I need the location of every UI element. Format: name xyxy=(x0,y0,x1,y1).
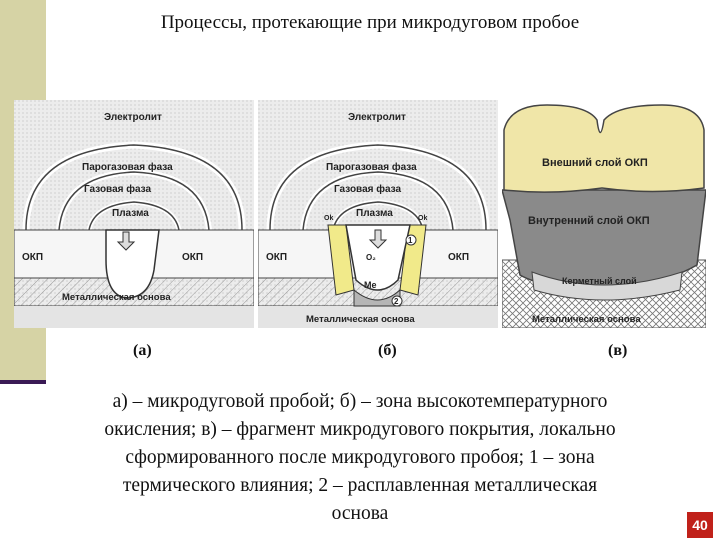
cermet-layer-label: Керметный слой xyxy=(562,276,637,286)
page-number-badge: 40 xyxy=(687,512,713,538)
ok-left-label: Ok xyxy=(324,215,333,222)
vapor-gas-label: Парогазовая фаза xyxy=(82,161,173,173)
caption-a: (а) xyxy=(133,342,152,359)
ok-right-label: Ok xyxy=(418,215,427,222)
inner-layer-label: Внутренний слой ОКП xyxy=(528,215,650,227)
zone-2-label: 2 xyxy=(394,297,399,306)
description-line: термического влияния; 2 – расплавленная … xyxy=(122,475,598,496)
plasma-label: Плазма xyxy=(112,208,149,219)
gas-phase-label: Газовая фаза xyxy=(84,183,152,195)
okp-right-label: ОКП xyxy=(182,252,203,263)
gas-phase-label: Газовая фаза xyxy=(334,183,402,195)
electrolyte-label: Электролит xyxy=(104,112,162,123)
diagram-panel-a: Электролит Парогазовая фаза Газовая фаза… xyxy=(14,100,254,328)
description-line: основа xyxy=(331,503,389,524)
okp-left-label: ОКП xyxy=(22,252,43,263)
zone-1-marker xyxy=(405,234,417,246)
description-line: окисления; в) – фрагмент микродугового п… xyxy=(104,419,616,440)
me-label: Me xyxy=(364,280,377,290)
okp-right-label: ОКП xyxy=(448,252,469,263)
plasma-label: Плазма xyxy=(356,208,393,219)
base-label: Металлическая основа xyxy=(532,314,641,325)
diagram-panel-b: Электролит Парогазовая фаза Газовая фаза… xyxy=(258,100,498,328)
zone-1-label: 1 xyxy=(408,236,413,245)
vapor-gas-label: Парогазовая фаза xyxy=(326,161,417,173)
zone-2-marker xyxy=(391,295,403,307)
description-line: а) – микродуговой пробой; б) – зона высо… xyxy=(112,391,608,412)
base-label: Металлическая основа xyxy=(62,292,171,303)
diagram-panel-c: Внешний слой ОКП Внутренний слой ОКП Кер… xyxy=(502,100,706,328)
figure-description: а) – микродуговой пробой; б) – зона высо… xyxy=(10,388,710,528)
page-title: Процессы, протекающие при микродуговом п… xyxy=(160,12,580,33)
caption-b: (б) xyxy=(378,342,397,359)
outer-layer-label: Внешний слой ОКП xyxy=(542,157,648,169)
caption-c: (в) xyxy=(608,342,628,359)
left-accent-line xyxy=(0,380,46,384)
okp-left-label: ОКП xyxy=(266,252,287,263)
electrolyte-label: Электролит xyxy=(348,112,406,123)
base-label: Металлическая основа xyxy=(306,314,415,325)
description-line: сформированного после микродугового проб… xyxy=(125,447,595,468)
o2-label: O₂ xyxy=(366,253,376,262)
